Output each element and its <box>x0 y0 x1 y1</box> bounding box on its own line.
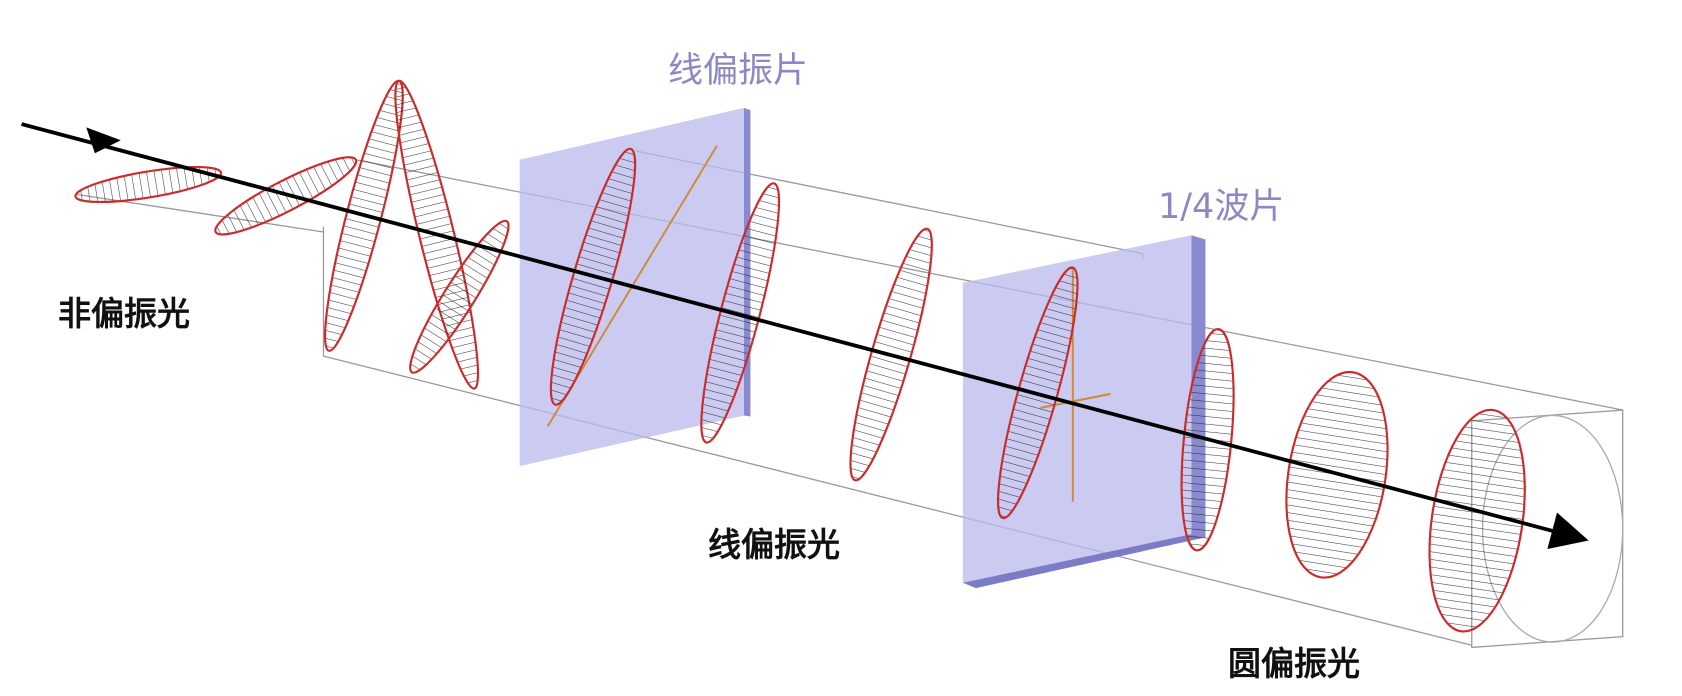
unpolarized-vertical-lobe <box>399 213 520 381</box>
unpolarized-horizontal-lobe <box>73 159 224 210</box>
tube-outline <box>75 150 1624 649</box>
input-arrowhead-icon <box>86 127 121 154</box>
quarter-wave-plate-label: 1/4波片 <box>1158 187 1285 227</box>
quarter-wave-plate <box>962 235 1206 589</box>
linear-polarized-light-label: 线偏振光 <box>708 525 840 564</box>
linear-wave-lobe <box>687 178 793 448</box>
unpolarized-light-label: 非偏振光 <box>58 294 190 333</box>
beam-arrow <box>21 122 1589 550</box>
circular-wave-ring <box>1416 403 1539 638</box>
circular-polarized-light-label: 圆偏振光 <box>1228 644 1360 683</box>
polarizer-label: 线偏振片 <box>668 51 809 91</box>
